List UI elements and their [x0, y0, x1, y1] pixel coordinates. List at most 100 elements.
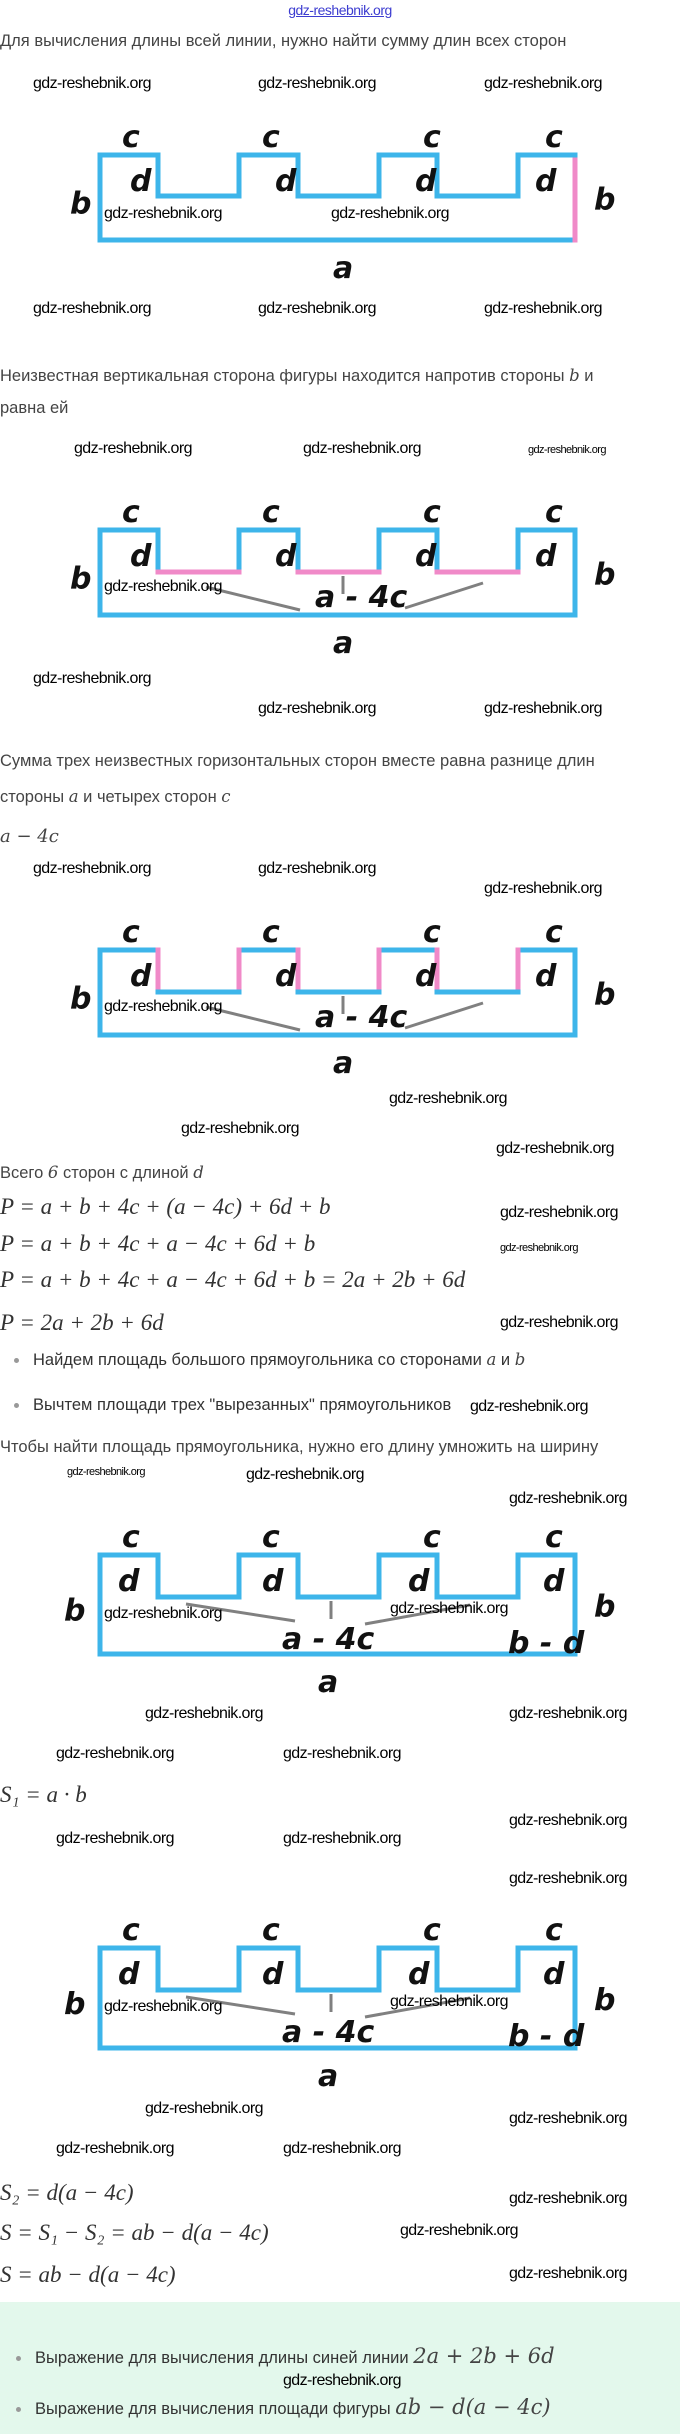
watermark-text: gdz-reshebnik.org — [104, 578, 222, 595]
bullet-dot — [16, 2356, 21, 2362]
watermark-text: gdz-reshebnik.org — [283, 2140, 401, 2157]
watermark-text: gdz-reshebnik.org — [509, 1490, 627, 1507]
label-b: b — [594, 1590, 615, 1625]
label-a: a — [333, 626, 353, 661]
watermark-text: gdz-reshebnik.org — [283, 1830, 401, 1847]
watermark-text: gdz-reshebnik.org — [104, 1998, 222, 2015]
label-b: b — [70, 982, 91, 1017]
pointer-line — [205, 1005, 301, 1032]
sum-text: Сумма трех неизвестных горизонтальных ст… — [0, 752, 595, 770]
watermark-text: gdz-reshebnik.org — [509, 2110, 627, 2127]
watermark-text: gdz-reshebnik.org — [104, 998, 222, 1015]
formula-p4: P = 2a + 2b + 6d — [0, 1310, 164, 1335]
answer-box: Выражение для вычисления длины синей лин… — [0, 2302, 680, 2434]
label-d: d — [543, 1564, 565, 1599]
label-c: c — [545, 915, 563, 950]
site-header-link[interactable]: gdz-reshebnik.org — [288, 2, 392, 18]
six-sides-text: Всего 6 сторон с длиной d — [0, 1163, 204, 1182]
label-d: d — [415, 164, 437, 199]
label-c: c — [423, 1520, 441, 1555]
label-a-minus-4c: a - 4c — [282, 1622, 374, 1657]
watermark-text: gdz-reshebnik.org — [500, 1242, 578, 1254]
label-c: c — [122, 1520, 140, 1555]
watermark-text: gdz-reshebnik.org — [528, 444, 606, 456]
watermark-text: gdz-reshebnik.org — [303, 440, 421, 457]
formula-s3: S = S₁ − S₂ = ab − d(a − 4c) — [0, 2220, 269, 2245]
label-c: c — [262, 1913, 280, 1948]
watermark-text: gdz-reshebnik.org — [390, 1600, 508, 1617]
watermark-text: gdz-reshebnik.org — [500, 1314, 618, 1331]
formula-p3: P = a + b + 4c + a − 4c + 6d + b = 2a + … — [0, 1267, 466, 1292]
pointer-line — [404, 1001, 484, 1030]
label-b: b — [64, 1594, 85, 1629]
label-d: d — [130, 164, 152, 199]
label-c: c — [262, 495, 280, 530]
watermark-text: gdz-reshebnik.org — [33, 860, 151, 877]
label-c: c — [122, 495, 140, 530]
watermark-text: gdz-reshebnik.org — [74, 440, 192, 457]
watermark-text: gdz-reshebnik.org — [389, 1090, 507, 1107]
watermark-text: gdz-reshebnik.org — [331, 205, 449, 222]
intro-text: Для вычисления длины всей линии, нужно н… — [0, 32, 567, 50]
pointer-line — [185, 1602, 296, 1623]
label-c: c — [423, 120, 441, 155]
label-d: d — [130, 539, 152, 574]
watermark-text: gdz-reshebnik.org — [283, 2372, 401, 2389]
answer-line-length: Выражение для вычисления длины синей лин… — [16, 2344, 555, 2368]
bullet-dot — [14, 1403, 19, 1409]
watermark-text: gdz-reshebnik.org — [56, 1745, 174, 1762]
label-c: c — [545, 1520, 563, 1555]
label-b-minus-d: b - d — [508, 1626, 585, 1661]
label-c: c — [545, 495, 563, 530]
watermark-text: gdz-reshebnik.org — [484, 300, 602, 317]
label-d: d — [262, 1564, 284, 1599]
label-c: c — [545, 120, 563, 155]
pointer-line — [364, 1603, 471, 1626]
formula-p1: P = a + b + 4c + (a − 4c) + 6d + b — [0, 1194, 331, 1219]
label-b: b — [70, 562, 91, 597]
label-b-minus-d: b - d — [508, 2019, 585, 2054]
formula-s4: S = ab − d(a − 4c) — [0, 2262, 176, 2287]
label-b: b — [70, 187, 91, 222]
label-b: b — [64, 1987, 85, 2022]
label-d: d — [535, 539, 557, 574]
watermark-text: gdz-reshebnik.org — [33, 670, 151, 687]
label-c: c — [262, 1520, 280, 1555]
formula-s1: S₁ = a · b — [0, 1782, 87, 1807]
pointer-line — [185, 1995, 296, 2016]
label-c: c — [423, 1913, 441, 1948]
label-d: d — [415, 959, 437, 994]
watermark-text: gdz-reshebnik.org — [258, 75, 376, 92]
watermark-text: gdz-reshebnik.org — [390, 1993, 508, 2010]
label-d: d — [535, 959, 557, 994]
watermark-text: gdz-reshebnik.org — [400, 2222, 518, 2239]
watermark-text: gdz-reshebnik.org — [145, 2100, 263, 2117]
watermark-text: gdz-reshebnik.org — [56, 2140, 174, 2157]
watermark-text: gdz-reshebnik.org — [283, 1745, 401, 1762]
label-d: d — [118, 1957, 140, 1992]
watermark-text: gdz-reshebnik.org — [509, 2190, 627, 2207]
sum-result: a − 4c — [0, 826, 59, 847]
area-rule-text: Чтобы найти площадь прямоугольника, нужн… — [0, 1438, 599, 1456]
label-c: c — [545, 1913, 563, 1948]
label-a-minus-4c: a - 4c — [315, 1000, 407, 1035]
formula-p2: P = a + b + 4c + a − 4c + 6d + b — [0, 1231, 316, 1256]
watermark-text: gdz-reshebnik.org — [509, 2265, 627, 2282]
watermark-text: gdz-reshebnik.org — [258, 300, 376, 317]
bullet-dot — [16, 2407, 21, 2413]
label-b: b — [594, 978, 615, 1013]
pointer-line — [205, 585, 301, 612]
label-d: d — [408, 1957, 430, 1992]
label-a-minus-4c: a - 4c — [282, 2015, 374, 2050]
watermark-text: gdz-reshebnik.org — [145, 1705, 263, 1722]
pointer-line — [404, 581, 484, 610]
watermark-text: gdz-reshebnik.org — [33, 75, 151, 92]
label-c: c — [262, 915, 280, 950]
bullet-big-rectangle: Найдем площадь большого прямоугольника с… — [14, 1350, 525, 1370]
answer-area: Выражение для вычисления площади фигуры … — [16, 2395, 551, 2419]
watermark-text: gdz-reshebnik.org — [496, 1140, 614, 1157]
watermark-text: gdz-reshebnik.org — [33, 300, 151, 317]
